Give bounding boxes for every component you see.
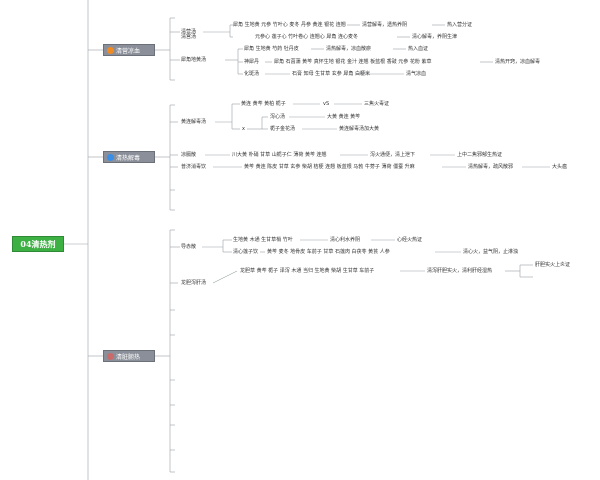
herbs-qingxin-lianzi-yin: 黄芩 麦冬 地骨皮 车前子 甘草 石莲肉 白茯苓 黄芪 人参 bbox=[267, 249, 390, 255]
herbs-puji-xiaodu-yin: 黄芩 黄连 陈皮 甘草 玄参 柴胡 桔梗 连翘 板蓝根 马勃 牛蒡子 薄荷 僵蚕… bbox=[244, 164, 415, 170]
vs-label: vS bbox=[323, 101, 330, 107]
effect-qingxin-lianzi-yin: 清心火，益气阴，止淋浊 bbox=[463, 249, 519, 255]
formula-huanglian-jiedu-tang[interactable]: 黄连解毒汤 bbox=[181, 119, 207, 125]
formula-huaban-tang[interactable]: 化斑汤 bbox=[244, 71, 260, 77]
indication-qingying-tang: 热入营分证 bbox=[447, 22, 473, 28]
indication-longdan-xiegan-tang: 肝胆实火上炎证 bbox=[535, 262, 571, 268]
indication-puji-xiaodu-yin: 大头瘟 bbox=[552, 164, 568, 170]
herbs-zhizi-jinhua-tang: 黄连解毒汤加大黄 bbox=[339, 126, 380, 132]
formula-qingxin-lianzi-yin[interactable]: 清心莲子饮 bbox=[233, 249, 259, 255]
herbs-huaban-tang: 石膏 知母 生甘草 玄参 犀角 白粳米 bbox=[292, 71, 370, 77]
effect-liangge-san: 泻火通便，清上泄下 bbox=[370, 152, 416, 158]
indication-xijiao-dihuang-tang: 热入血证 bbox=[408, 46, 429, 52]
formula-liangge-san[interactable]: 凉膈散 bbox=[181, 152, 197, 158]
formula-longdan-xiegan-tang[interactable]: 龙胆泻肝汤 bbox=[181, 280, 207, 286]
indication-huanglian-jiedu-tang: 三焦火毒证 bbox=[364, 101, 390, 107]
indication-liangge-san: 上中二焦邪郁生热证 bbox=[457, 152, 503, 158]
herbs-daochi-san: 生地黄 木通 生甘草梢 竹叶 bbox=[233, 237, 293, 243]
formula-zhizi-jinhua-tang[interactable]: 栀子金花汤 bbox=[270, 126, 296, 132]
branch-label: 清营凉血 bbox=[116, 47, 141, 55]
effect-qingying-tang: 清营解毒，透热养阴 bbox=[362, 22, 408, 28]
herbs-qinggong-tang: 元参心 莲子心 竹叶卷心 连翘心 犀角 连心麦冬 bbox=[255, 34, 358, 40]
herbs-longdan-xiegan-tang: 龙胆草 黄芩 栀子 泽泻 木通 当归 生地黄 柴胡 生甘草 车前子 bbox=[240, 268, 375, 274]
formula-xijiao-dihuang-tang[interactable]: 犀角地黄汤 bbox=[181, 57, 207, 63]
formula-shenxi-dan[interactable]: 神犀丹 bbox=[244, 59, 260, 65]
herbs-shenxi-dan: 犀角 石菖蒲 黄芩 真怀生地 银花 金汁 连翘 板蓝根 香豉 元参 花粉 紫草 bbox=[274, 59, 432, 65]
blue-circle-icon bbox=[107, 153, 114, 161]
formula-puji-xiaodu-yin[interactable]: 普济消毒饮 bbox=[181, 164, 207, 170]
formula-daochi-san[interactable]: 导赤散 bbox=[181, 244, 197, 250]
branch-node-qingre-jiedu[interactable]: 清热解毒 bbox=[103, 151, 155, 163]
effect-xijiao-dihuang-tang: 清热解毒，凉血散瘀 bbox=[326, 46, 372, 52]
herbs-qingying-tang: 犀角 生地黄 元参 竹叶心 麦冬 丹参 黄连 银花 连翘 bbox=[233, 22, 346, 28]
effect-puji-xiaodu-yin: 清热解毒，疏风散邪 bbox=[468, 164, 514, 170]
formula-xiexin-tang[interactable]: 泻心汤 bbox=[270, 114, 286, 120]
orange-circle-icon bbox=[107, 46, 114, 54]
branch-label: 清热解毒 bbox=[116, 154, 141, 162]
effect-shenxi-dan: 清热开窍，凉血解毒 bbox=[495, 59, 541, 65]
effect-daochi-san: 清心利水养阴 bbox=[330, 237, 361, 243]
branch-node-qing-zangfu-re[interactable]: 清脏腑热 bbox=[103, 350, 155, 362]
indication-daochi-san: 心经火热证 bbox=[397, 237, 423, 243]
herbs-xijiao-dihuang-tang: 犀角 生地黄 芍药 牡丹皮 bbox=[244, 46, 299, 52]
branch-label: 清脏腑热 bbox=[116, 353, 141, 361]
x-label: x bbox=[242, 126, 245, 132]
branch-node-qingying-liangxue[interactable]: 清营凉血 bbox=[103, 44, 155, 56]
root-node[interactable]: 04清热剂 bbox=[12, 236, 64, 252]
effect-qinggong-tang: 清心解毒，养阴生津 bbox=[412, 34, 458, 40]
effect-huaban-tang: 清气凉血 bbox=[406, 71, 427, 77]
formula-qingying-tang[interactable]: 清营汤 bbox=[181, 29, 197, 35]
herbs-liangge-san: 川大黄 朴硝 甘草 山栀子仁 薄荷 黄芩 连翘 bbox=[232, 152, 327, 158]
herbs-xiexin-tang: 大黄 黄连 黄芩 bbox=[327, 114, 361, 120]
formula-qinggong-tang[interactable]: 清宫汤 bbox=[181, 34, 197, 40]
effect-longdan-xiegan-tang: 清泻肝胆实火，清利肝经湿热 bbox=[427, 268, 493, 274]
red-circle-icon bbox=[107, 352, 114, 360]
herbs-huanglian-jiedu-tang: 黄连 黄芩 黄柏 栀子 bbox=[241, 101, 286, 107]
